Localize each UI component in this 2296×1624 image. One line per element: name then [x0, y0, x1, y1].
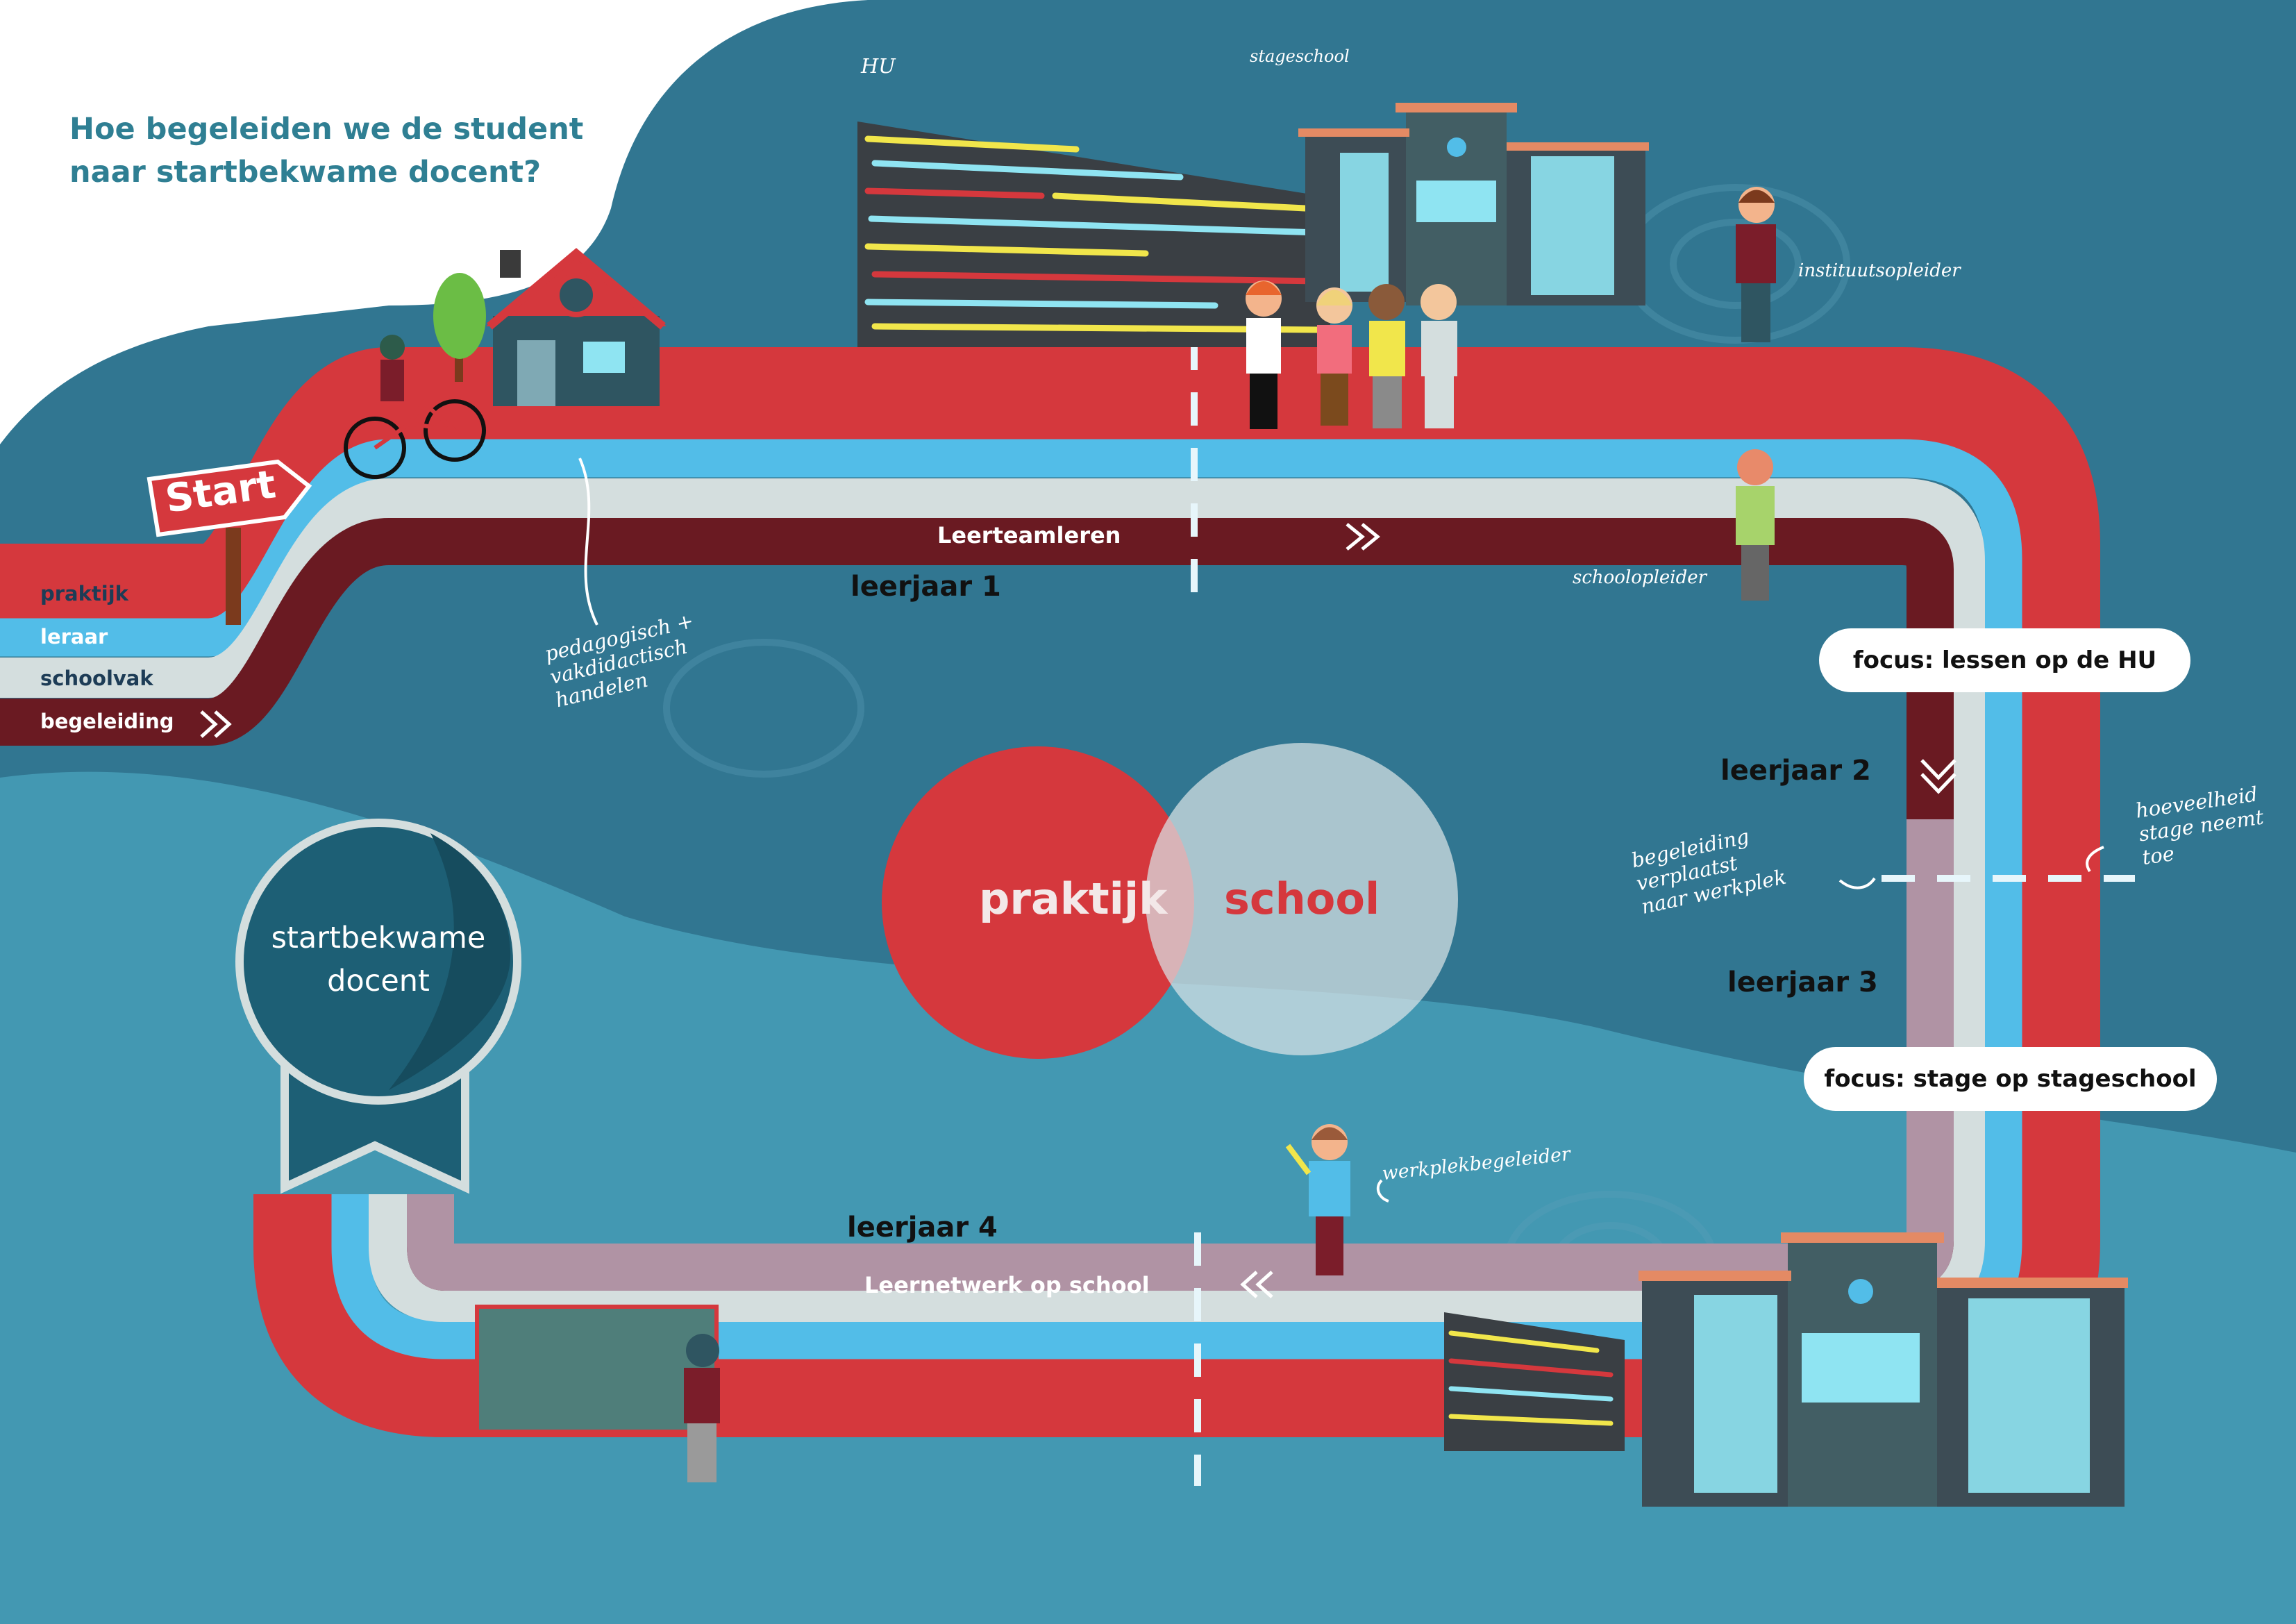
medal-label: startbekwame docent: [271, 921, 486, 998]
schoolopleider-icon: [1736, 449, 1775, 601]
instituutsopleider-icon: [1736, 187, 1776, 342]
venn-praktijk-circle: [882, 746, 1194, 1059]
focus-badge-stage: focus: stage op stageschool: [1804, 1047, 2217, 1111]
start-sign-icon: [146, 459, 312, 625]
medal-icon: [235, 819, 521, 1194]
annotation-stageschool: stageschool: [1250, 47, 1350, 66]
annotation-hu: HU: [861, 54, 896, 78]
year-label-2: leerjaar 2: [1720, 755, 1871, 787]
venn-label-praktijk: praktijk: [979, 873, 1168, 924]
background-white-corner: [0, 0, 868, 444]
stageschool-building-bottom: [1639, 1232, 2128, 1507]
road-leraar: [0, 439, 2022, 1359]
tree-icon: [433, 273, 486, 382]
track-label-leraar: leraar: [40, 625, 108, 648]
year-label-1: leerjaar 1: [850, 571, 1001, 603]
venn-school-circle: [1146, 743, 1458, 1055]
stageschool-building-top: [1298, 103, 1649, 305]
chevron-icons: [200, 523, 1956, 1298]
classroom-board-icon: [475, 1305, 720, 1482]
dashed-dividers: [1191, 337, 2135, 1486]
page-title: Hoe begeleiden we de student naar startb…: [69, 112, 584, 190]
track-label-begeleiding: begeleiding: [40, 710, 174, 733]
path-label-leerteamleren: Leerteamleren: [937, 522, 1121, 549]
path-label-leernetwerk: Leernetwerk op school: [864, 1272, 1150, 1298]
track-label-praktijk: praktijk: [40, 582, 128, 605]
track-label-schoolvak: schoolvak: [40, 667, 153, 690]
werkplekbegeleider-icon: [1285, 1124, 1350, 1275]
annotation-instituutsopleider: instituutsopleider: [1798, 260, 1961, 281]
hu-building-top: [857, 122, 1333, 347]
hu-building-bottom: [1444, 1312, 1625, 1451]
year-label-3: leerjaar 3: [1727, 966, 1878, 998]
venn-label-school: school: [1224, 873, 1380, 924]
students-icon: [1246, 281, 1457, 429]
house-icon: [486, 248, 667, 406]
focus-badge-hu: focus: lessen op de HU: [1819, 628, 2190, 692]
annotation-schoolopleider: schoolopleider: [1573, 567, 1707, 588]
year-label-4: leerjaar 4: [847, 1212, 998, 1244]
annotation-arrows: [578, 458, 2104, 1203]
road-praktijk: [0, 347, 2100, 1437]
cyclist-icon: [344, 335, 486, 479]
